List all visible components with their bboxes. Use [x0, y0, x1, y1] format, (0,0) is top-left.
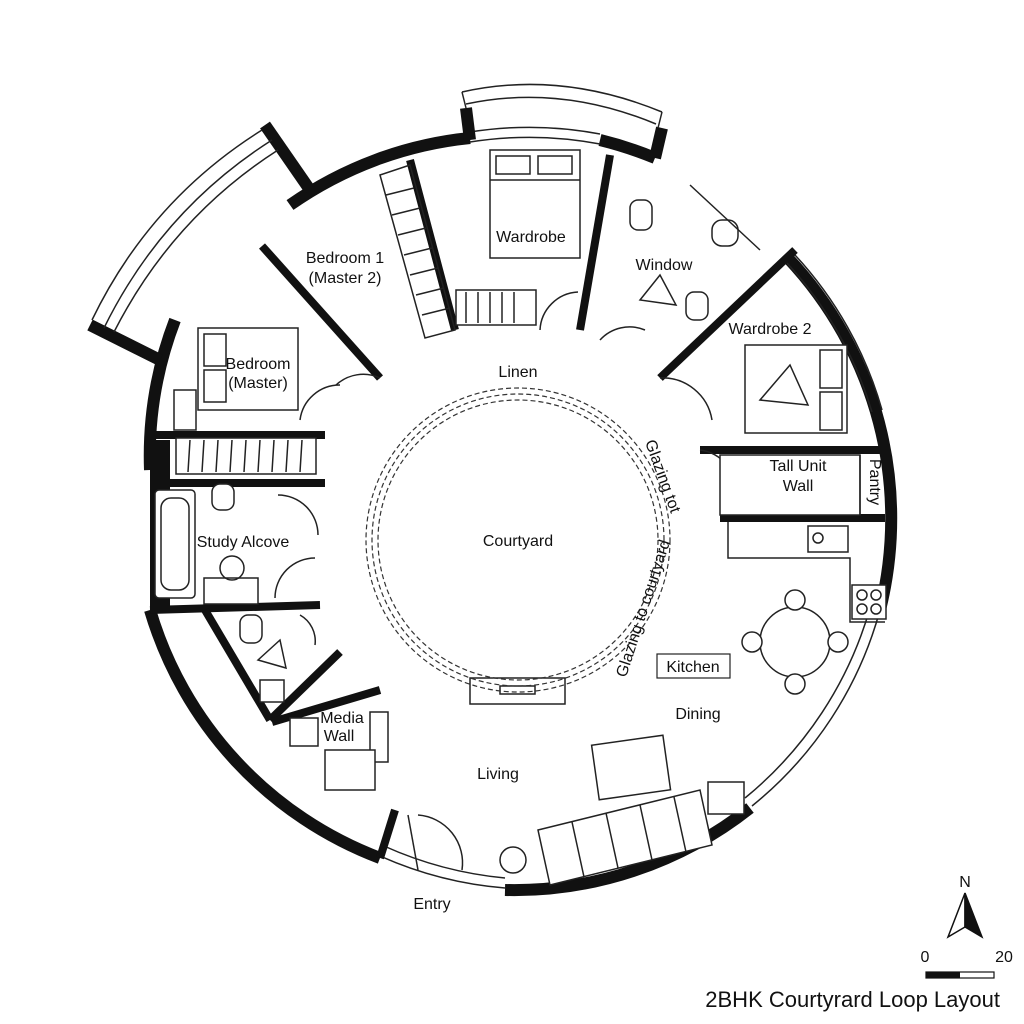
- label-dining: Dining: [675, 706, 720, 723]
- media-wall-furniture: [289, 711, 464, 871]
- label-entry: Entry: [413, 896, 450, 913]
- bathroom-top-right: [599, 184, 761, 341]
- kitchen-counter: [727, 522, 887, 623]
- label-bedroom1: Bedroom 1: [306, 250, 384, 267]
- label-wardrobe2: Wardrobe 2: [729, 321, 812, 338]
- wardrobe-room-bed: [455, 149, 581, 331]
- label-study-alcove: Study Alcove: [197, 534, 290, 551]
- scale-end-label: 20: [995, 949, 1013, 966]
- lower-left-bath: [239, 614, 316, 703]
- label-living: Living: [477, 766, 519, 783]
- wardrobe-slats-top: [379, 164, 456, 339]
- label-bedroom1-sub: (Master 2): [309, 270, 382, 287]
- label-wardrobe: Wardrobe: [496, 229, 566, 246]
- label-bedroom-master-sub: (Master): [228, 375, 288, 392]
- label-courtyard: Courtyard: [483, 533, 553, 550]
- scale-bar: 0 20: [921, 949, 1013, 979]
- plan-title: 2BHK Courtyrard Loop Layout: [705, 987, 1000, 1012]
- living-furniture: [469, 677, 745, 886]
- label-bedroom-master: Bedroom: [226, 356, 291, 373]
- master-bedroom-furniture: [173, 327, 381, 475]
- label-media-sub: Wall: [324, 728, 355, 745]
- north-label: N: [959, 874, 971, 891]
- label-glazing-top: Glazing tot: [641, 438, 683, 516]
- kitchen-label-box: [656, 653, 731, 679]
- north-arrow-icon: N: [946, 874, 984, 939]
- label-window: Window: [636, 257, 693, 274]
- label-kitchen: Kitchen: [666, 659, 719, 676]
- courtyard-ring: [365, 387, 671, 693]
- bay-window-top: [460, 83, 668, 160]
- bedroom2-bed: [659, 344, 848, 496]
- label-pantry: Pantry: [866, 459, 883, 505]
- label-linen: Linen: [498, 364, 537, 381]
- label-media: Media: [320, 710, 364, 727]
- dining-table: [741, 589, 849, 695]
- bay-window-left: [87, 121, 315, 366]
- pantry-unit: [719, 454, 861, 516]
- scale-start-label: 0: [921, 949, 930, 966]
- study-alcove-furniture: [154, 483, 319, 605]
- label-tall-unit: Tall Unit: [770, 458, 827, 475]
- label-tall-unit-sub: Wall: [783, 478, 814, 495]
